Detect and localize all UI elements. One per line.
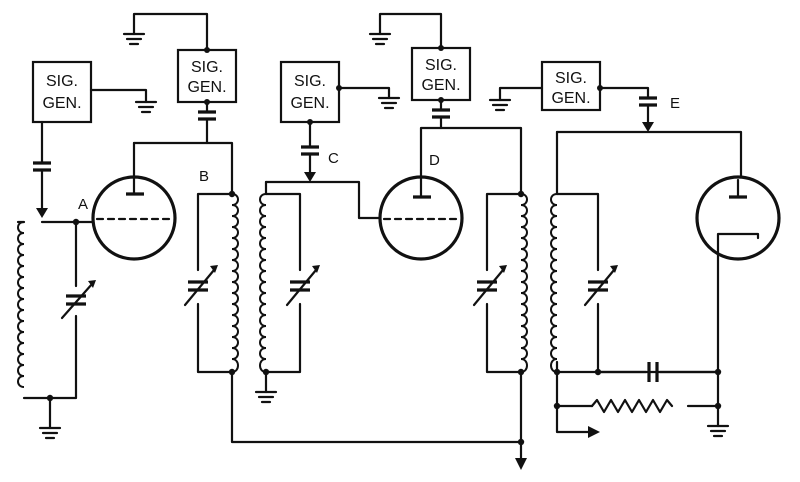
point-b-label: B xyxy=(199,168,209,185)
point-d-label: D xyxy=(429,152,440,169)
coil-5 xyxy=(550,193,558,373)
variable-capacitor-5 xyxy=(583,265,618,307)
ground-icon xyxy=(706,404,730,438)
sig-gen-3-line1: SIG. xyxy=(294,73,326,90)
signal-generator-5-feed: E xyxy=(597,85,680,132)
ground-icon xyxy=(368,12,444,51)
coupling-capacitor xyxy=(33,120,51,218)
ground-icon xyxy=(89,88,158,114)
coil-3 xyxy=(259,193,267,373)
signal-generator-2-feed: B xyxy=(132,99,234,196)
signal-generator-3: SIG. GEN. xyxy=(279,60,341,124)
variable-capacitor-2 xyxy=(183,265,218,307)
plate-tank-3 xyxy=(472,190,528,376)
signal-generator-4-feed xyxy=(419,97,523,196)
signal-generator-1: SIG. GEN. xyxy=(31,60,93,124)
sig-gen-2-line1: SIG. xyxy=(191,59,223,76)
coil-1 xyxy=(17,221,25,388)
coil-2 xyxy=(231,193,239,373)
signal-generator-2: SIG. GEN. xyxy=(176,48,238,104)
plate-tank-1 xyxy=(183,190,239,376)
output-network xyxy=(553,256,722,438)
tube-1 xyxy=(74,141,177,261)
ground-icon xyxy=(254,370,278,404)
ground-icon xyxy=(122,12,210,53)
point-a-label: A xyxy=(78,196,88,213)
tube-2: D xyxy=(378,152,464,261)
ground-icon xyxy=(488,86,544,112)
variable-capacitor-3 xyxy=(285,265,320,307)
signal-generator-4: SIG. GEN. xyxy=(410,46,472,102)
sig-gen-4-line2: GEN. xyxy=(421,77,460,94)
grid-tank-2 xyxy=(259,192,320,376)
point-c-label: C xyxy=(328,150,339,167)
coil-4 xyxy=(520,193,528,373)
variable-capacitor-1 xyxy=(60,280,96,320)
sig-gen-1-line2: GEN. xyxy=(42,95,81,112)
ground-icon xyxy=(38,396,62,440)
sig-gen-3-line2: GEN. xyxy=(290,95,329,112)
signal-generator-5: SIG. GEN. xyxy=(540,60,602,112)
sig-gen-4-line1: SIG. xyxy=(425,57,457,74)
signal-generator-3-feed: C xyxy=(264,119,381,220)
b-plus-bus xyxy=(230,370,527,470)
ground-icon xyxy=(336,85,401,110)
sig-gen-2-line2: GEN. xyxy=(187,79,226,96)
point-e-label: E xyxy=(670,95,680,112)
detector-tank xyxy=(550,130,743,376)
input-tank: A xyxy=(16,196,96,402)
tube-3 xyxy=(695,175,781,261)
sig-gen-1-line1: SIG. xyxy=(46,73,78,90)
sig-gen-5-line1: SIG. xyxy=(555,70,587,87)
variable-capacitor-4 xyxy=(472,265,507,307)
sig-gen-5-line2: GEN. xyxy=(551,90,590,107)
